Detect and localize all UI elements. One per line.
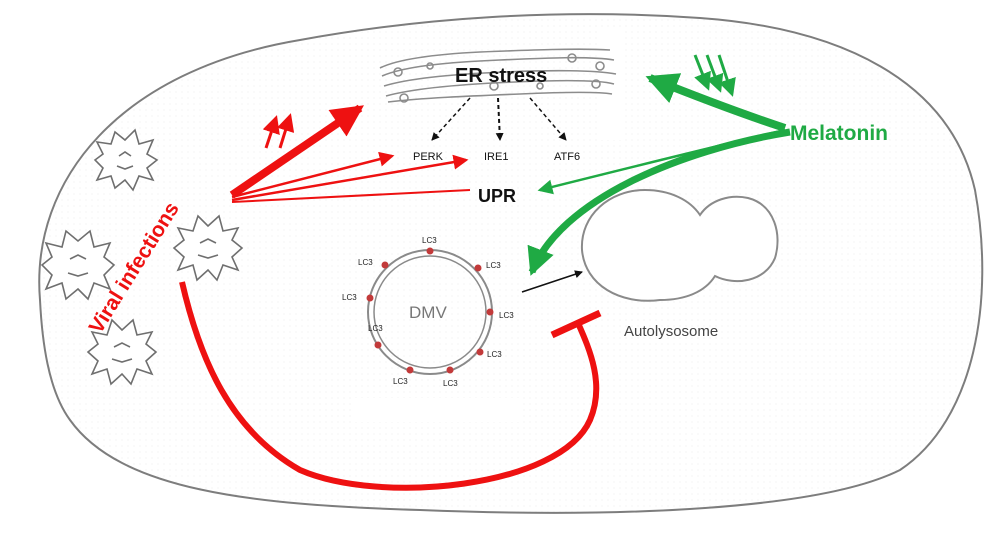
lc3-marker: LC3 bbox=[368, 324, 383, 349]
svg-text:LC3: LC3 bbox=[393, 377, 408, 386]
lc3-marker: LC3 bbox=[486, 308, 514, 320]
melatonin-to-er-arrow bbox=[645, 73, 787, 132]
lc3-marker: LC3 bbox=[393, 366, 414, 386]
melatonin-label: Melatonin bbox=[790, 122, 888, 145]
autolysosome-label: Autolysosome bbox=[624, 323, 718, 340]
melatonin-input-arrows-icon bbox=[693, 54, 736, 97]
autolysosome bbox=[580, 188, 779, 302]
dashed-arrow-ire1 bbox=[495, 97, 504, 141]
virus-particle bbox=[86, 318, 158, 386]
svg-text:LC3: LC3 bbox=[487, 350, 502, 359]
upr-label: UPR bbox=[478, 186, 516, 206]
ire1-label: IRE1 bbox=[484, 151, 508, 163]
lc3-marker: LC3 bbox=[422, 236, 437, 255]
svg-text:LC3: LC3 bbox=[422, 236, 437, 245]
white-patch-top bbox=[600, 30, 622, 140]
svg-text:LC3: LC3 bbox=[368, 324, 383, 333]
svg-text:LC3: LC3 bbox=[358, 258, 373, 267]
svg-text:LC3: LC3 bbox=[443, 379, 458, 388]
increase-arrows-icon bbox=[262, 113, 295, 149]
lc3-markers: LC3 LC3 LC3 LC3 LC3 LC3 LC3 LC3 LC3 bbox=[342, 236, 514, 388]
svg-text:LC3: LC3 bbox=[486, 261, 501, 270]
dashed-arrow-atf6 bbox=[529, 97, 567, 141]
perk-label: PERK bbox=[413, 151, 444, 163]
svg-text:LC3: LC3 bbox=[499, 311, 514, 320]
white-patch bbox=[355, 398, 523, 422]
dmv-to-autolysosome-arrow bbox=[521, 270, 583, 293]
virus-particles bbox=[40, 128, 244, 386]
viral-to-perk-arrow bbox=[231, 151, 395, 199]
endoplasmic-reticulum bbox=[379, 48, 617, 103]
virus-particle bbox=[172, 214, 244, 282]
lc3-marker: LC3 bbox=[474, 261, 501, 272]
atf6-label: ATF6 bbox=[554, 151, 580, 163]
melatonin-to-autophagy-arrow bbox=[527, 128, 791, 276]
dmv-label: DMV bbox=[409, 303, 447, 322]
viral-to-ire1-arrow bbox=[231, 154, 469, 202]
lc3-marker: LC3 bbox=[358, 258, 389, 269]
virus-particle bbox=[40, 229, 116, 301]
lc3-marker: LC3 bbox=[443, 366, 458, 388]
dashed-arrow-perk bbox=[431, 97, 471, 141]
svg-text:LC3: LC3 bbox=[342, 293, 357, 302]
er-stress-label: ER stress bbox=[455, 65, 547, 87]
inhibition-bar bbox=[550, 309, 602, 339]
lc3-marker: LC3 bbox=[476, 348, 502, 359]
lc3-marker: LC3 bbox=[342, 293, 374, 302]
viral-to-upr-line bbox=[231, 189, 471, 203]
viral-inhibits-autolysosome-line bbox=[179, 281, 600, 491]
viral-to-er-arrow bbox=[229, 104, 364, 199]
virus-particle bbox=[93, 128, 159, 192]
